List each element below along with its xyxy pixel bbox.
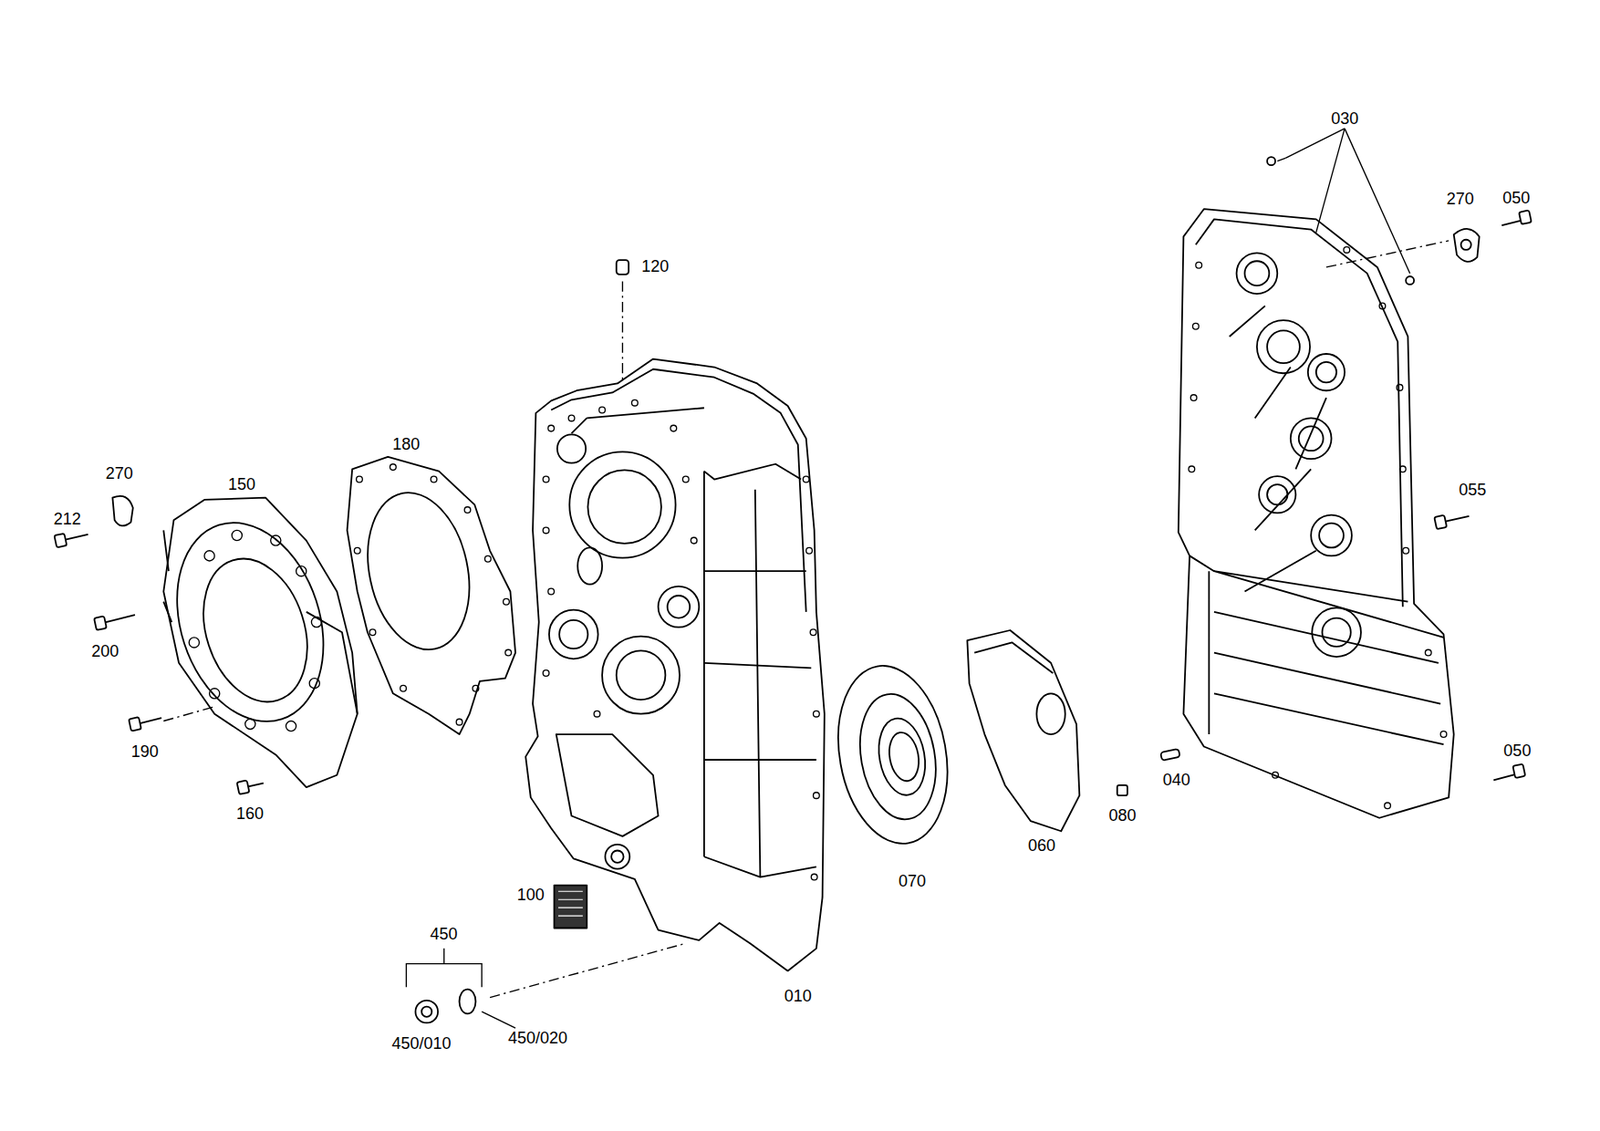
type-plate: [554, 885, 588, 929]
callout-number: 160: [234, 804, 266, 823]
callout-number: 055: [1456, 480, 1488, 499]
callout-number: 120: [639, 257, 671, 276]
callout-number: 060: [1026, 836, 1058, 855]
callout-number: 100: [515, 885, 547, 904]
callout-number: 030: [1329, 109, 1361, 128]
callout-number: 040: [1161, 770, 1193, 790]
callout-number: 050: [1500, 188, 1532, 208]
o-ring: [459, 989, 477, 1015]
cover-plate: [824, 656, 961, 852]
callout-number: 270: [103, 464, 136, 483]
gearbox-housing: [525, 359, 825, 972]
callout-number: 270: [1444, 189, 1476, 208]
lock-plate: [1454, 228, 1480, 262]
bolts: [53, 156, 1531, 796]
callout-number: 070: [896, 872, 928, 891]
screw-plug: [415, 1000, 438, 1024]
rear-cover: [1178, 208, 1455, 819]
callout-number: 190: [129, 742, 161, 761]
callout-number: 180: [390, 435, 422, 454]
callout-number: 450: [428, 924, 460, 944]
callout-number: 050: [1501, 741, 1533, 760]
shield: [966, 630, 1080, 832]
callout-number: 150: [226, 475, 258, 494]
callout-number: 450/020: [506, 1028, 570, 1048]
pump-flange: [163, 498, 357, 789]
callout-number: 010: [782, 987, 814, 1006]
lock-plate: [112, 496, 133, 527]
callout-number: 450/010: [389, 1034, 453, 1053]
callout-number: 212: [51, 509, 84, 529]
callout-number: 200: [89, 642, 121, 661]
gasket: [347, 457, 516, 735]
callout-number: 080: [1106, 806, 1138, 825]
